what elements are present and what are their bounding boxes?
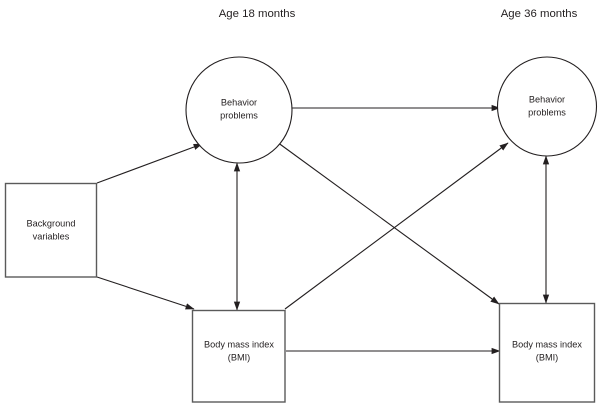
node-bmi-18-line1: Body mass index [204,339,274,349]
node-behavior-problems-36-line2: problems [528,107,566,117]
node-behavior-problems-18-line1: Behavior [221,97,257,107]
node-background-variables-line1: Background [26,218,75,228]
edge-background-to-behavior18 [96,143,203,184]
heading-wave-18-months: Age 18 months [219,8,296,20]
node-bmi-18 [191,309,286,403]
node-bmi-36-line1: Body mass index [512,339,582,349]
node-background-variables-line2: variables [33,231,70,241]
node-behavior-problems-36 [496,56,598,157]
edge-bmi18-to-behavior36 [284,142,509,310]
edge-background-to-bmi18 [96,276,195,310]
node-behavior-problems-36-line1: Behavior [529,94,565,104]
node-bmi-36-line2: (BMI) [536,352,558,362]
node-background-variables [4,182,98,278]
node-bmi-18-line2: (BMI) [228,352,250,362]
node-bmi-36 [498,302,596,403]
heading-wave-36-months: Age 36 months [501,8,578,20]
node-behavior-problems-18 [185,56,293,164]
edge-behavior18-to-bmi36 [276,141,500,305]
node-behavior-problems-18-line2: problems [220,110,258,120]
